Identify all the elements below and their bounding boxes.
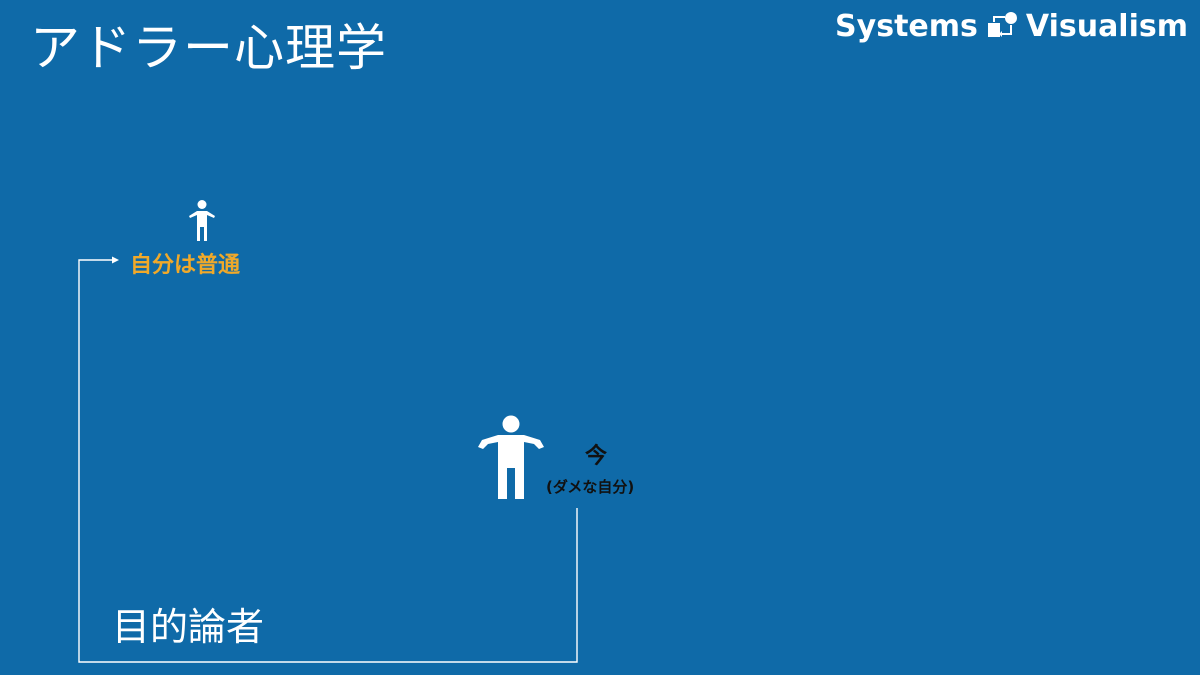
goal-label: 自分は普通 xyxy=(130,253,241,278)
brand-logo: Systems Visualism xyxy=(835,6,1188,46)
person-icon xyxy=(189,200,215,241)
now-sublabel: (ダメな自分) xyxy=(546,478,635,496)
logo-word-systems: Systems xyxy=(835,8,978,44)
slide-title: アドラー心理学 xyxy=(30,19,387,77)
concept-label: 目的論者 xyxy=(112,605,265,649)
now-label: 今 xyxy=(585,444,608,469)
systems-diagram-icon xyxy=(987,12,1017,37)
person-shrug-icon xyxy=(478,415,544,499)
arrow-head xyxy=(112,256,119,264)
logo-word-visualism: Visualism xyxy=(1025,8,1188,44)
purpose-path-line xyxy=(78,259,578,663)
